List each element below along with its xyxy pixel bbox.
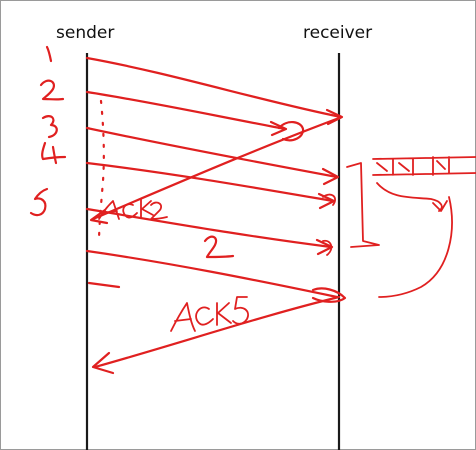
ack5-arrowhead [91, 351, 115, 375]
lost-packet-mark [277, 121, 305, 142]
packet-2-arrowhead [269, 120, 288, 137]
packet-5-arrow [85, 207, 333, 249]
handwritten-ack-2 [98, 198, 168, 220]
handwritten-number-2 [39, 79, 65, 101]
handwritten-ack-5 [170, 296, 249, 332]
packet-1-arrowhead [325, 108, 344, 126]
packet-4-arrow [85, 161, 335, 203]
short-tick [87, 281, 121, 289]
packet-4-mark [322, 193, 336, 206]
handwritten-number-4 [41, 141, 67, 165]
curved-return-line [378, 196, 453, 298]
packet-3-arrow [85, 126, 339, 179]
sender-label: sender [56, 23, 115, 43]
ack-return-arrow [91, 116, 341, 221]
buffer-swoosh [376, 182, 443, 212]
receiver-label: receiver [303, 23, 373, 43]
handwritten-number-2-middle [203, 235, 235, 259]
buffer-swoosh-head [432, 200, 448, 212]
ack5-arrow [93, 295, 341, 369]
packet-3-arrowhead [321, 167, 340, 186]
ack-return-arrowhead [89, 208, 109, 225]
timeout-dotted-line [97, 99, 105, 245]
handwritten-number-3 [41, 115, 58, 139]
receiver-bracket [346, 162, 380, 248]
handwritten-number-1 [45, 45, 53, 63]
packet-1-arrow [85, 56, 343, 119]
receiver-buffer [372, 156, 476, 176]
buffer-marks [376, 160, 446, 172]
packet-5-mark [322, 239, 333, 256]
packet-2-arrow [85, 90, 287, 131]
retransmission-arrow [85, 249, 339, 299]
handwritten-number-5 [29, 187, 49, 217]
